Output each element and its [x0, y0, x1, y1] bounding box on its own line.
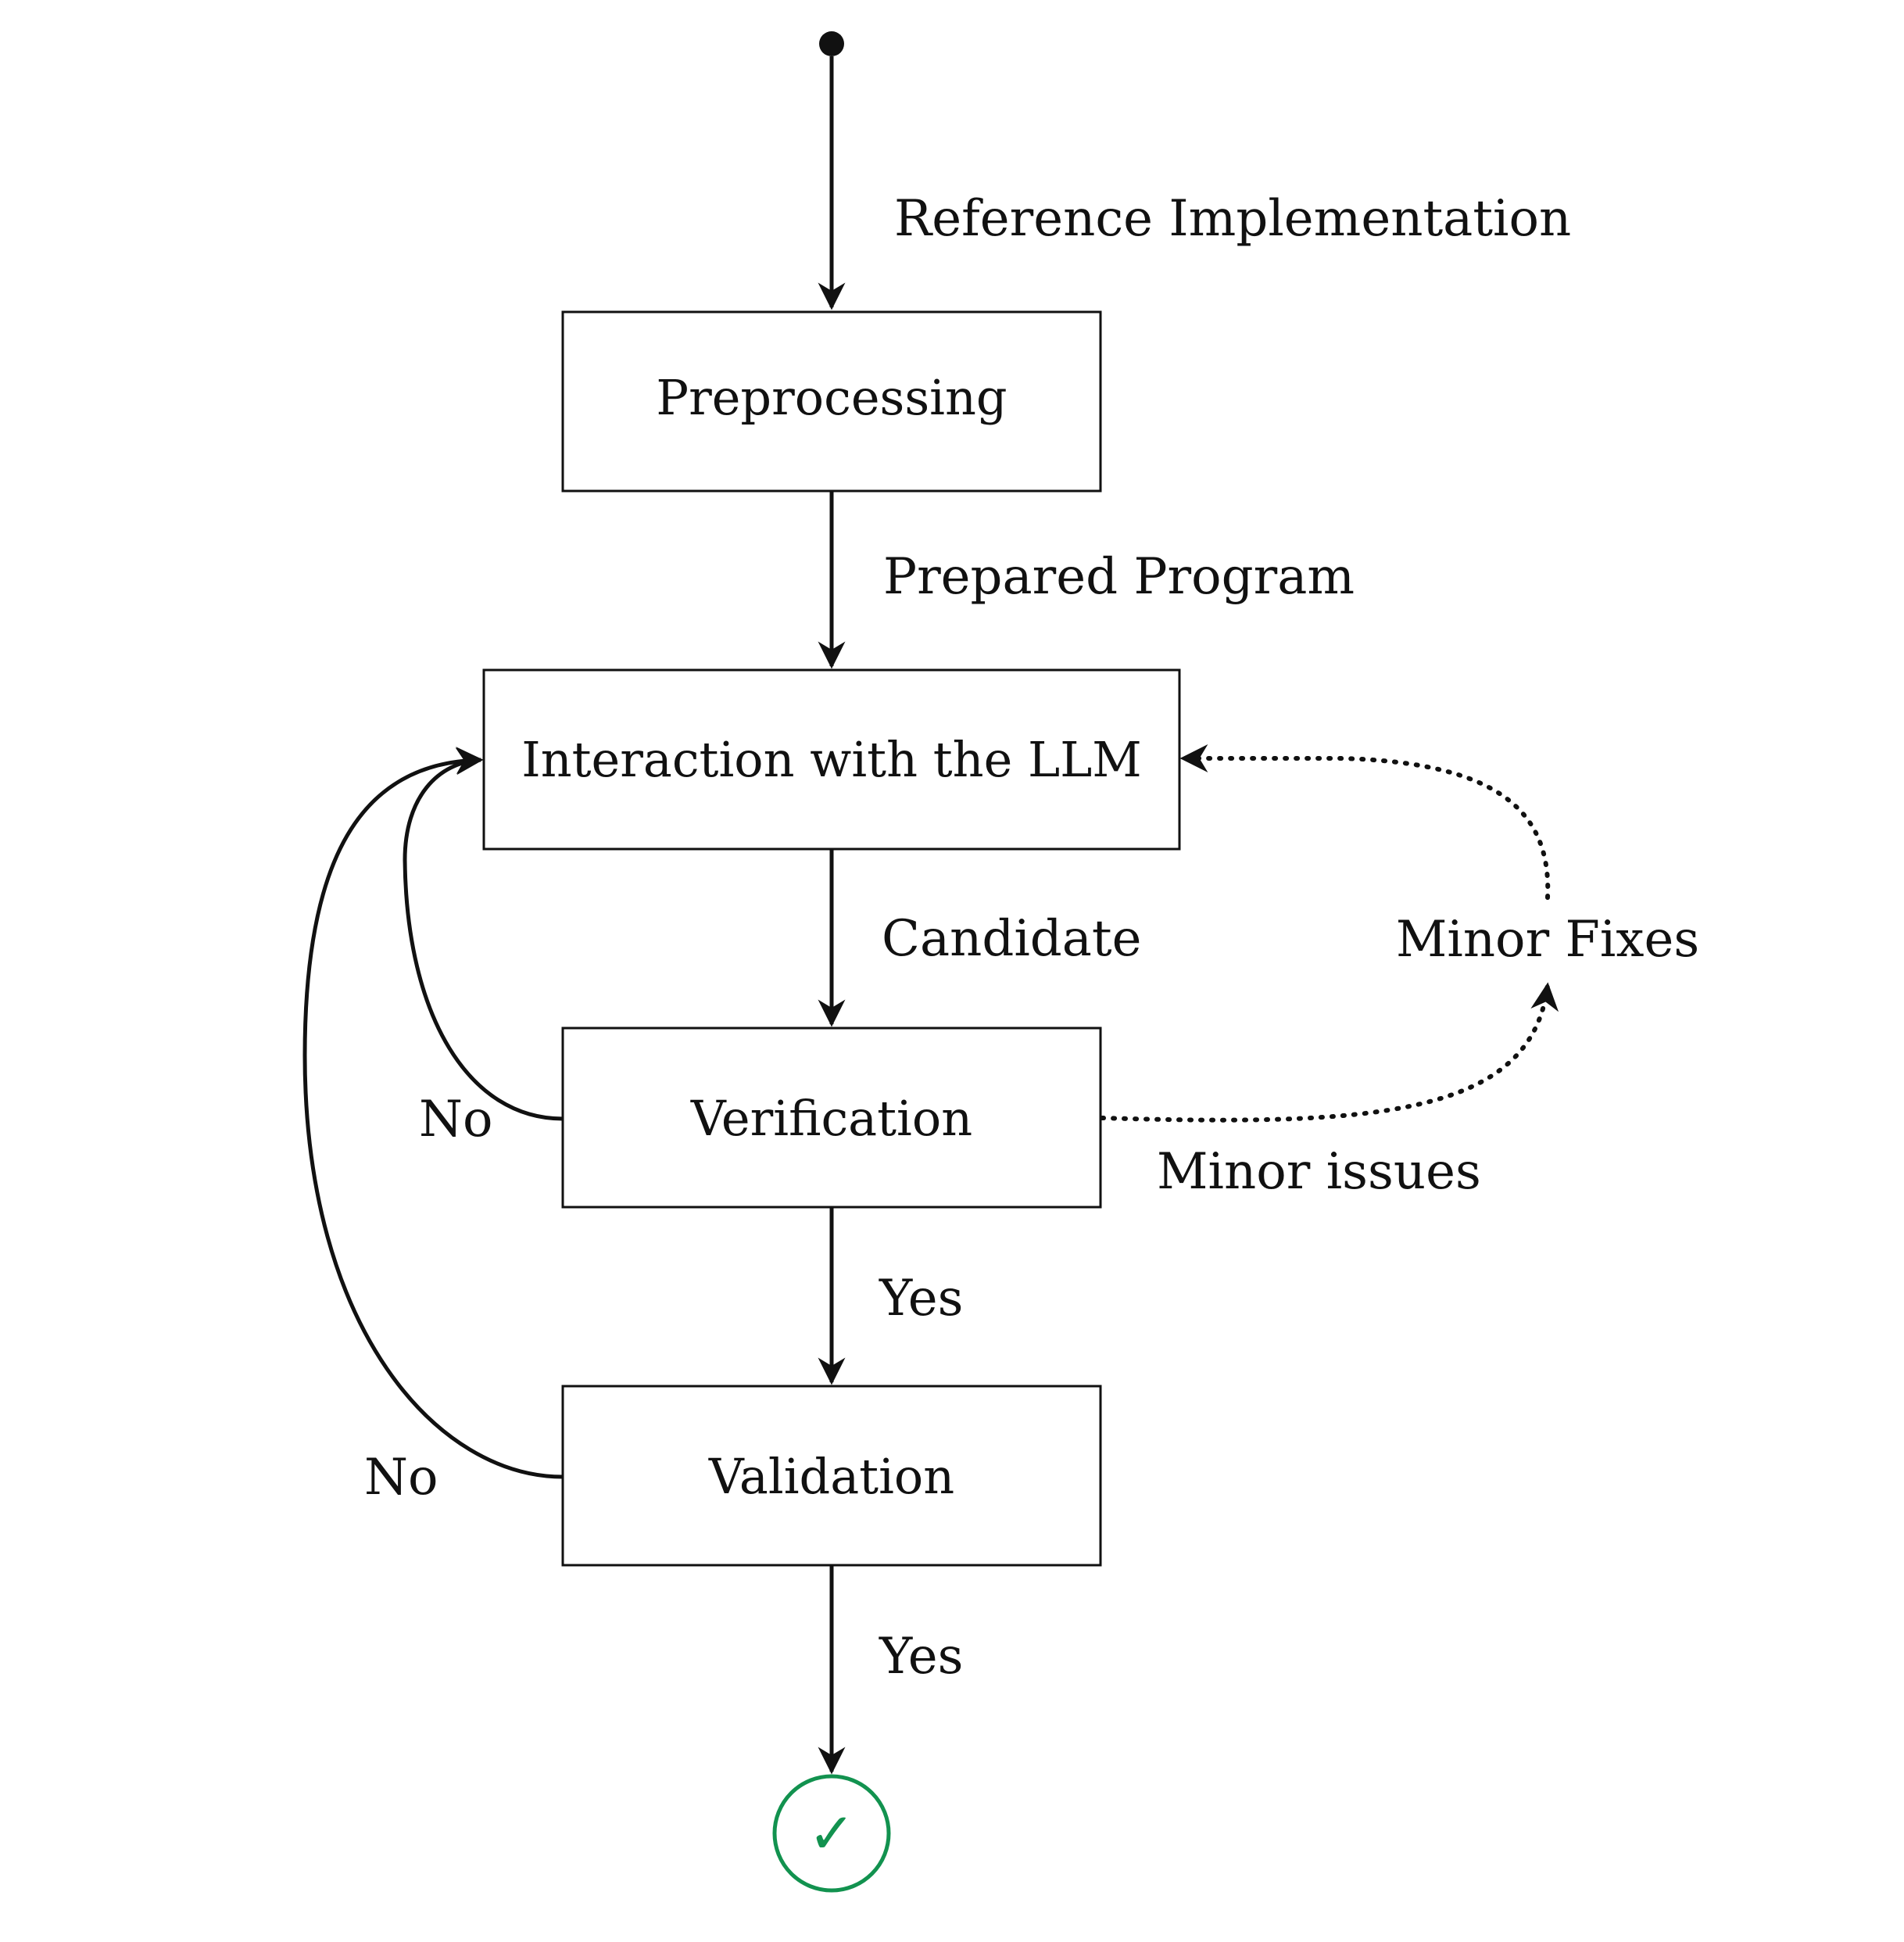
- verification-yes-label: Yes: [879, 1270, 963, 1328]
- check-icon: ✓: [808, 1800, 855, 1866]
- arrow-validation-no-loop: [302, 747, 564, 1479]
- verification-label: Verification: [690, 1090, 972, 1147]
- candidate-label: Candidate: [882, 910, 1142, 968]
- preprocessing-node: Preprocessing: [561, 310, 1102, 493]
- start-node: [819, 31, 844, 56]
- validation-yes-label: Yes: [879, 1628, 963, 1686]
- preprocessing-label: Preprocessing: [656, 369, 1007, 426]
- reference-implementation-label: Reference Implementation: [894, 190, 1571, 248]
- verification-no-label: No: [419, 1091, 493, 1148]
- end-node: ✓: [772, 1774, 891, 1893]
- minor-fixes-label: Minor Fixes: [1396, 911, 1699, 969]
- arrow-minor-issues: [1100, 982, 1559, 1123]
- verification-node: Verification: [561, 1027, 1102, 1209]
- validation-label: Validation: [708, 1448, 954, 1505]
- validation-no-label: No: [364, 1449, 438, 1507]
- arrow-verification-no-loop: [403, 747, 564, 1121]
- minor-issues-label: Minor issues: [1157, 1143, 1481, 1201]
- interaction-node: Interaction with the LLM: [482, 668, 1181, 851]
- end-circle: [772, 1774, 891, 1893]
- validation-node: Validation: [561, 1385, 1102, 1567]
- interaction-label: Interaction with the LLM: [521, 731, 1142, 788]
- prepared-program-label: Prepared Program: [883, 548, 1355, 606]
- arrow-minor-fixes: [1179, 744, 1551, 900]
